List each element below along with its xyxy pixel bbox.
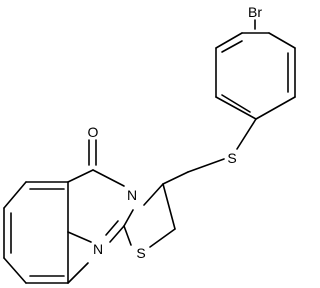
bond — [3, 257, 27, 284]
bond — [67, 231, 92, 243]
imine-nitrogen-label: N — [93, 241, 103, 257]
bond — [215, 32, 243, 49]
bond — [3, 181, 27, 209]
bond — [187, 158, 225, 173]
bond — [123, 209, 134, 227]
bond — [215, 96, 257, 120]
pyrimidinone-ring — [67, 139, 134, 243]
thioether-linker — [162, 118, 257, 185]
bond — [123, 225, 132, 246]
bromine-label: Br — [248, 4, 262, 20]
carbonyl-oxygen-label: O — [88, 124, 99, 140]
thioether-sulfur-label: S — [227, 150, 236, 166]
structure-drawing: Br S O N N S — [3, 4, 296, 284]
bond — [109, 225, 125, 243]
bromophenyl-ring — [215, 19, 296, 120]
ring-nitrogen-label: N — [127, 187, 137, 203]
thiazole-sulfur-label: S — [136, 245, 145, 261]
molecule-diagram: Br S O N N S — [3, 4, 296, 284]
bond — [143, 183, 164, 206]
bond — [236, 118, 257, 150]
bond — [221, 94, 251, 113]
bond — [149, 228, 176, 248]
bond — [268, 32, 296, 49]
bond — [221, 40, 243, 53]
thiazolidine-ring — [123, 183, 176, 248]
benzo-ring — [3, 181, 89, 284]
bond — [67, 169, 94, 183]
bond — [162, 171, 189, 185]
bond — [162, 183, 176, 230]
bond — [255, 96, 296, 120]
bond — [67, 262, 89, 284]
bond — [92, 169, 125, 187]
bond — [105, 220, 119, 236]
